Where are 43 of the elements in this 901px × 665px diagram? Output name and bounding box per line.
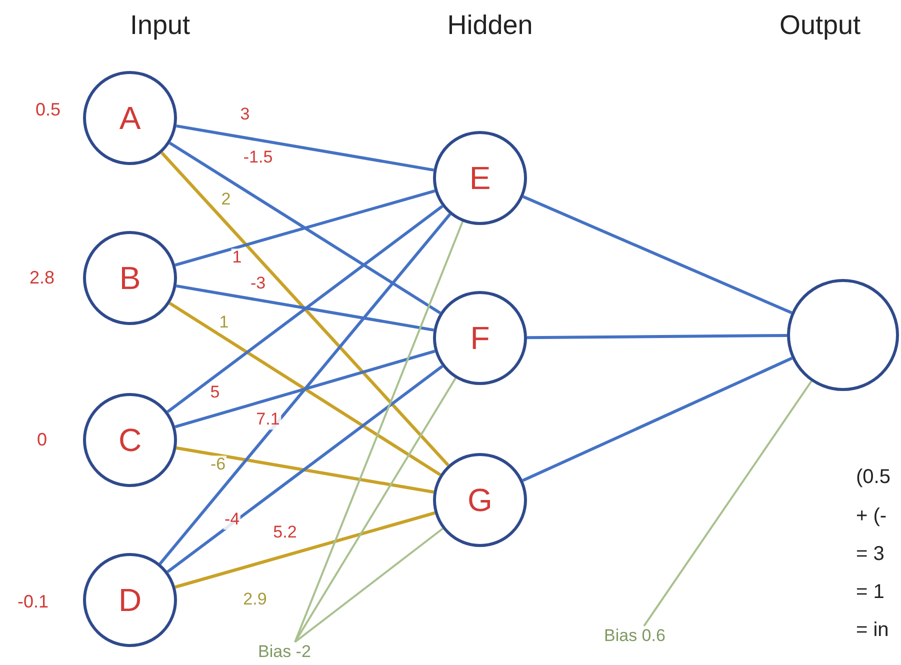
bias-label: Bias -2: [258, 642, 311, 662]
connector-line: [166, 364, 444, 574]
connector-line: [174, 350, 436, 428]
connector-line: [158, 213, 452, 565]
connector-line: [522, 356, 793, 482]
formula-line: = 1: [856, 581, 884, 604]
neuron-label: E: [469, 160, 491, 196]
connector-line: [294, 378, 456, 643]
neuron-label: A: [119, 100, 141, 136]
bias-label: Bias 0.6: [604, 626, 666, 646]
connector-line: [522, 195, 792, 314]
neuron-label: D: [118, 582, 142, 618]
layer-heading: Hidden: [447, 10, 533, 41]
connector-line: [294, 221, 464, 642]
neuron-label: C: [118, 422, 142, 458]
formula-line: (0.5: [856, 466, 890, 489]
connector-line: [166, 204, 444, 414]
layer-heading: Output: [779, 10, 861, 41]
formula-line: + (-: [856, 505, 887, 528]
connector-line: [176, 284, 434, 332]
input-value: 0: [37, 430, 47, 450]
weight-label: 1: [218, 314, 230, 332]
input-value: -0.1: [17, 592, 49, 612]
connector-line: [174, 189, 436, 267]
connector-line: [169, 142, 441, 314]
formula-line: = in: [856, 619, 889, 642]
neuron-label: F: [470, 320, 490, 356]
neuron-label: G: [468, 482, 492, 518]
input-value: 2.8: [29, 268, 55, 288]
weight-label: 7.1: [255, 410, 281, 430]
connector-line: [176, 446, 434, 494]
connector-line: [526, 334, 788, 340]
formula-line: = 3: [856, 543, 884, 566]
neuron-label: B: [119, 260, 141, 296]
connector-line: [176, 124, 434, 172]
input-value: 0.5: [35, 100, 61, 120]
connector-line: [174, 511, 436, 589]
weight-label: -4: [223, 510, 241, 530]
connector-line: [160, 152, 450, 466]
connector-line: [168, 302, 442, 476]
layer-heading: Input: [130, 10, 190, 41]
connector-line: [643, 380, 812, 627]
connector-line: [294, 528, 444, 643]
